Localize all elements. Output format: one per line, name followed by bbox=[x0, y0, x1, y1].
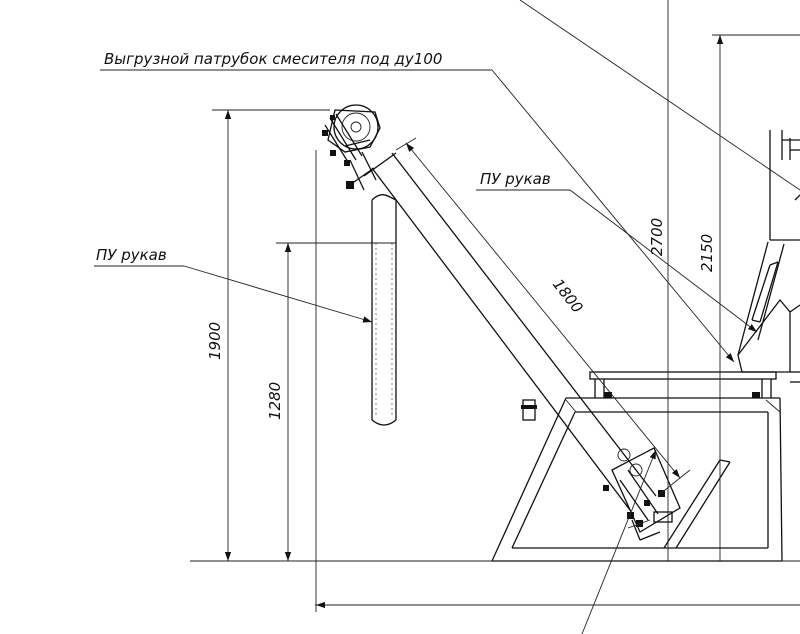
labels: Выгрузной патрубок смесителя под ду100 П… bbox=[96, 50, 551, 264]
mixer-outlet-label: Выгрузной патрубок смесителя под ду100 bbox=[104, 50, 442, 68]
dimension-2700-2150 bbox=[667, 0, 800, 561]
dimension-1800 bbox=[395, 137, 691, 495]
hose-label-left: ПУ рукав bbox=[96, 246, 167, 264]
left-dimension-lines bbox=[212, 109, 800, 612]
mixer-outlet-head bbox=[322, 104, 381, 191]
dimension-1900: 1900 bbox=[206, 322, 224, 360]
dimension-2150: 2150 bbox=[698, 234, 716, 272]
mixer-right-part bbox=[737, 130, 800, 383]
floor-lines bbox=[190, 560, 800, 606]
leader-lines bbox=[94, 0, 800, 634]
dimension-1800-value: 1800 bbox=[549, 275, 587, 316]
dimension-1280: 1280 bbox=[266, 382, 284, 420]
vertical-hose bbox=[371, 194, 397, 426]
dimension-2700: 2700 bbox=[648, 218, 666, 256]
screw-conveyor-tube bbox=[353, 152, 657, 511]
hose-label-upper: ПУ рукав bbox=[480, 170, 551, 188]
